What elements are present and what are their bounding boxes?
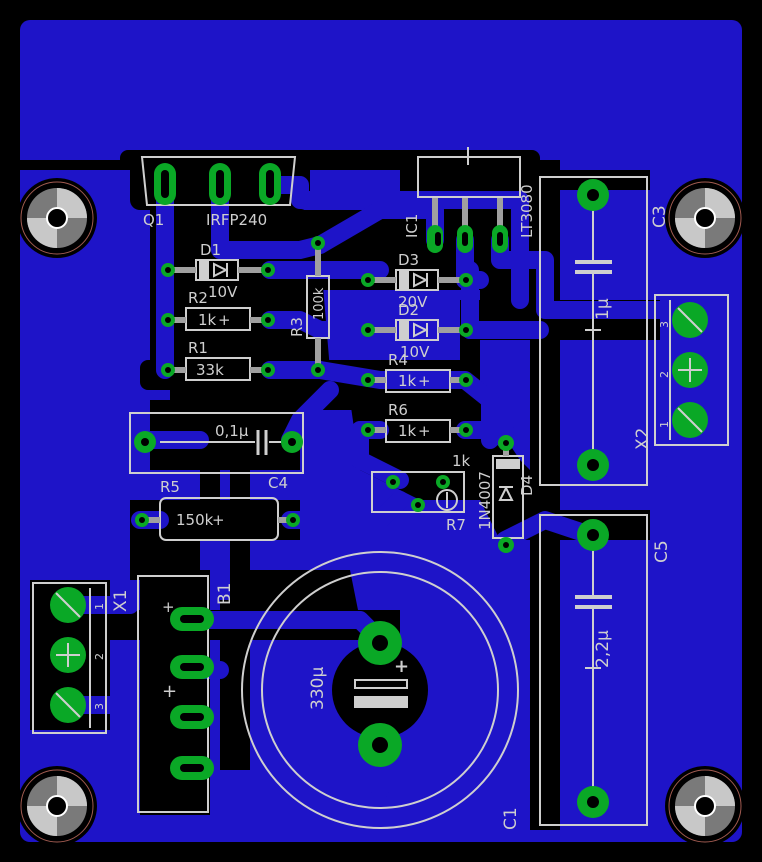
label-c1: C1 xyxy=(501,807,521,830)
label-r2-value: 1k xyxy=(198,311,217,329)
label-c4-value: 0,1µ xyxy=(215,422,249,440)
drill-holes xyxy=(139,170,599,808)
diode-symbols xyxy=(199,261,520,501)
c3-outline xyxy=(539,176,648,486)
x2-outline xyxy=(654,294,729,446)
d1-symbol xyxy=(199,261,229,279)
label-x2: X2 xyxy=(633,428,653,450)
d2-symbol xyxy=(399,321,429,339)
label-d2: D2 xyxy=(398,301,419,319)
label-r6: R6 xyxy=(388,401,408,419)
label-d4-value: 1N4007 xyxy=(476,471,494,530)
mount-hole-bottom-left xyxy=(20,769,94,843)
label-r6-plus: + xyxy=(418,422,431,440)
label-c3-value: 1µ xyxy=(593,298,613,320)
c4-outline xyxy=(129,412,304,474)
label-r5: R5 xyxy=(160,478,180,496)
mount-holes xyxy=(20,181,742,843)
label-x1-pin1: 1 xyxy=(93,603,106,610)
label-d4: D4 xyxy=(518,475,536,496)
label-b1-plus: + xyxy=(162,598,175,616)
label-b1: B1 xyxy=(215,583,235,605)
label-r3-value: 100k xyxy=(312,287,327,320)
label-lt3080: LT3080 xyxy=(518,184,536,238)
label-r1: R1 xyxy=(188,339,208,357)
label-r6-value: 1k xyxy=(398,422,417,440)
label-r4-value: 1k xyxy=(398,372,417,390)
label-c4: C4 xyxy=(268,474,288,492)
d4-symbol xyxy=(496,459,520,501)
c1-outline-inner xyxy=(261,571,499,809)
d3-symbol xyxy=(399,271,429,289)
label-d1: D1 xyxy=(200,241,221,259)
c5-outline xyxy=(539,514,648,826)
label-r1-value: 33k xyxy=(196,361,224,379)
x1-outline xyxy=(32,582,107,734)
label-c5-value: 2,2µ xyxy=(593,630,613,668)
label-d3-value: 20V xyxy=(398,293,428,311)
label-c3: C3 xyxy=(650,205,670,228)
q1-outline xyxy=(140,156,297,206)
label-x1-pin2: 2 xyxy=(93,653,106,660)
label-x1-pin3: 3 xyxy=(93,703,106,710)
label-irfp240: IRFP240 xyxy=(206,211,267,229)
c1-outline-outer xyxy=(241,551,519,829)
label-b1-minus: + xyxy=(162,681,177,702)
label-r5-plus: + xyxy=(212,511,225,529)
label-d3: D3 xyxy=(398,251,419,269)
label-r3: R3 xyxy=(288,317,306,337)
label-c1-plus: + xyxy=(394,656,409,677)
mount-hole-top-right xyxy=(668,181,742,255)
mount-hole-top-left xyxy=(20,181,94,255)
label-ic1: IC1 xyxy=(403,214,421,238)
label-r4-plus: + xyxy=(418,372,431,390)
silkscreen-labels: Q1 IRFP240 IC1 LT3080 D1 10V R2 1k + R1 … xyxy=(93,184,672,830)
label-x2-pin1: 1 xyxy=(658,421,671,428)
label-x2-pin3: 3 xyxy=(658,321,671,328)
label-r4: R4 xyxy=(388,351,408,369)
label-q1: Q1 xyxy=(143,211,164,229)
label-r7-value: 1k xyxy=(452,452,471,470)
label-x2-pin2: 2 xyxy=(658,371,671,378)
label-r7: R7 xyxy=(446,516,466,534)
label-x1: X1 xyxy=(111,590,131,612)
label-c5: C5 xyxy=(652,540,672,563)
label-c1-value: 330µ xyxy=(308,667,328,710)
terminal-screws xyxy=(55,307,703,718)
label-d1-value: 10V xyxy=(208,283,238,301)
mount-hole-bottom-right xyxy=(668,769,742,843)
b1-outline xyxy=(137,575,209,813)
label-r2: R2 xyxy=(188,289,208,307)
silkscreen xyxy=(32,147,729,829)
label-r5-value: 150k xyxy=(176,511,214,529)
label-r2-plus: + xyxy=(218,311,231,329)
label-d2-value: 10V xyxy=(400,343,430,361)
copper-traces xyxy=(61,176,699,799)
